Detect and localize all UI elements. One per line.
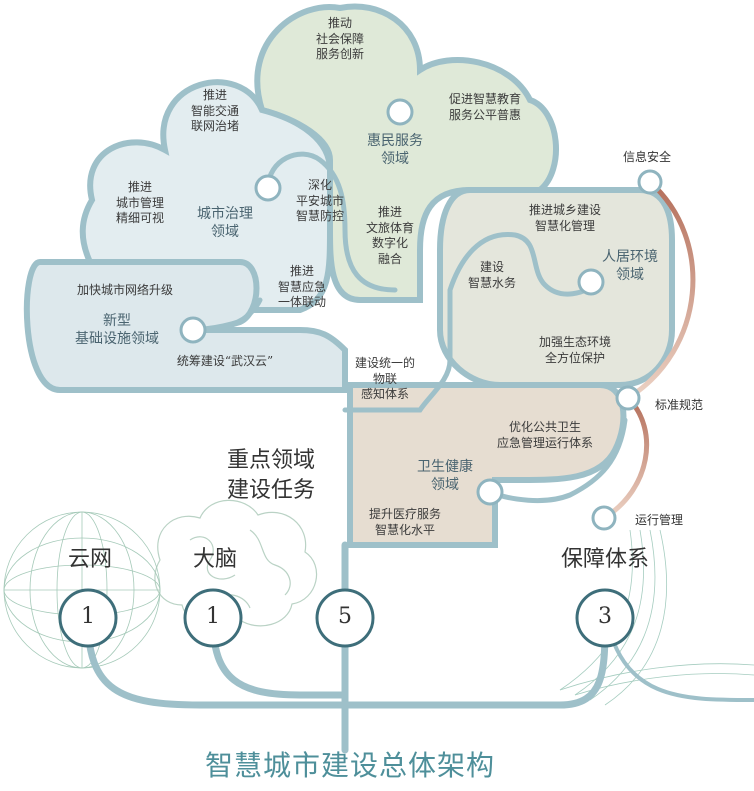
domain-huimin-label: 惠民服务 领域 (367, 133, 423, 168)
task-network-upgrade: 加快城市网络升级 (76, 283, 173, 297)
task-safe-city: 深化 平安城市 智慧防控 (295, 178, 344, 224)
base-circle-brain (183, 588, 243, 648)
guarantee-info-security: 信息安全 (622, 150, 671, 164)
node-huimin (386, 98, 414, 126)
base-circle-cloud (58, 588, 118, 648)
task-ecology: 加强生态环境 全方位保护 (538, 335, 611, 365)
node-weisheng (476, 478, 504, 506)
base-circles (58, 588, 635, 648)
task-culture-tourism: 推进 文旅体育 数字化 融合 (365, 205, 414, 266)
task-iot: 建设统一的 物联 感知体系 (354, 356, 415, 402)
task-water: 建设 智慧水务 (467, 260, 516, 290)
node-info-security (637, 169, 663, 195)
task-education: 促进智慧教育 服务公平普惠 (448, 92, 521, 122)
task-traffic: 推进 智能交通 联网治堵 (190, 88, 239, 134)
node-renju (577, 268, 605, 296)
task-urban-rural: 推进城乡建设 智慧化管理 (528, 203, 601, 233)
task-social-security: 推动 社会保障 服务创新 (315, 16, 364, 62)
base-count-brain: 1 (206, 604, 220, 629)
guarantee-chain (591, 169, 696, 531)
base-count-cloud: 1 (81, 604, 95, 629)
domain-renju-label: 人居环境 领域 (602, 249, 658, 284)
base-circle-guarantee (575, 588, 635, 648)
branches (192, 151, 628, 504)
base-count-guarantee: 3 (598, 604, 612, 629)
base-label-brain: 大脑 (192, 547, 237, 572)
diagram-title: 智慧城市建设总体架构 (204, 749, 495, 782)
task-medical: 提升医疗服务 智慧化水平 (368, 507, 441, 537)
task-public-health: 优化公共卫生 应急管理运行体系 (496, 420, 593, 450)
domain-chengshi-label: 城市治理 领域 (197, 206, 253, 241)
node-operations (591, 505, 617, 531)
base-label-guarantee: 保障体系 (560, 547, 649, 572)
task-emergency: 推进 智慧应急 一体联动 (277, 264, 326, 310)
task-wuhan-cloud: 统筹建设“武汉云” (176, 354, 274, 368)
guarantee-operations: 运行管理 (634, 513, 683, 527)
base-count-domains: 5 (338, 604, 352, 629)
base-label-cloud: 云网 (67, 547, 112, 572)
task-city-management: 推进 城市管理 精细可视 (115, 180, 164, 226)
domain-nodes (179, 98, 605, 506)
canopy (23, 3, 675, 548)
central-label: 重点领域 建设任务 (226, 448, 315, 503)
domain-weisheng-label: 卫生健康 领域 (417, 459, 473, 494)
guarantee-standards: 标准规范 (654, 398, 703, 412)
node-standards (615, 385, 641, 411)
domain-jichu-label: 新型 基础设施领域 (75, 313, 159, 348)
node-jichu (179, 316, 207, 344)
base-circle-domains (315, 588, 375, 648)
node-chengshi (254, 174, 282, 202)
